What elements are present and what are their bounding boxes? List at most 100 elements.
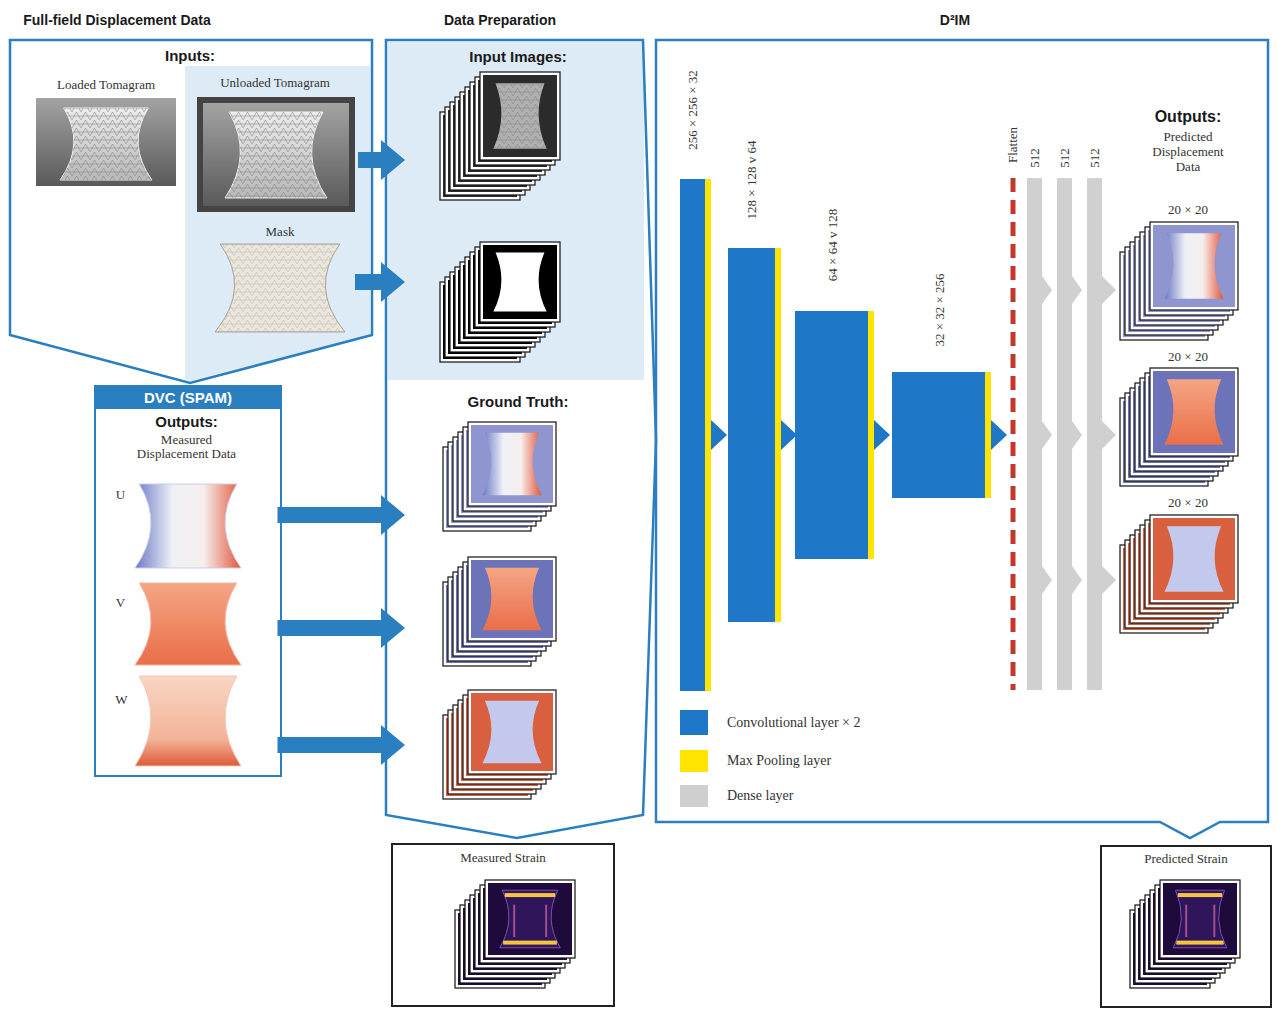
layer-dimension: 32 × 32 × 256 <box>933 273 947 346</box>
flatten-line <box>1011 178 1016 690</box>
dense-layer-bar <box>1027 178 1042 690</box>
stack-frame <box>480 72 560 160</box>
panel: Data PreparationInput Images: Ground Trut… <box>383 8 663 843</box>
flow-chevron <box>1042 421 1052 449</box>
tomogram-specimen <box>225 112 327 198</box>
pooling-layer-bar <box>775 248 781 622</box>
panel-outline-path <box>656 40 1268 838</box>
stack-frame <box>485 880 575 958</box>
displacement-maps <box>135 484 241 766</box>
layer-dimension: 512 <box>1058 148 1072 168</box>
layer-dimension: 128 × 128 v 64 <box>745 141 759 220</box>
flow-chevron <box>1042 276 1052 304</box>
flow-chevron <box>874 420 890 450</box>
strain-band <box>545 905 547 937</box>
stack-frame <box>468 422 556 506</box>
stack-image <box>1163 883 1237 955</box>
mask-image-stack <box>440 242 560 362</box>
legend-swatch <box>680 710 708 735</box>
panel-title: D²IM <box>905 12 1005 28</box>
prediction-stack <box>1120 222 1238 340</box>
output-size: 20 × 20 <box>1168 203 1208 217</box>
displacement-component: U <box>112 478 278 574</box>
flow-chevron <box>1072 276 1082 304</box>
pooling-layer-bar <box>985 372 991 498</box>
mask-texture <box>215 244 345 332</box>
panel-outline-path <box>386 40 656 838</box>
image-group: Input Images: <box>405 45 643 375</box>
slice-specimen <box>493 83 546 149</box>
strain-band <box>505 893 555 897</box>
flow-chevron <box>1102 421 1116 449</box>
box-header: DVC (SPAM) <box>96 387 280 409</box>
result-box: Predicted Strain <box>1100 845 1272 1008</box>
group-heading: Outputs: <box>1128 108 1248 126</box>
ground-truth-stack <box>443 422 556 531</box>
panel-title: Full-field Displacement Data <box>2 12 232 28</box>
legend-swatch <box>680 750 708 772</box>
panel-title: Data Preparation <box>400 12 600 28</box>
group-heading: Input Images: <box>438 48 598 65</box>
strain-band <box>1176 941 1223 945</box>
node-label: Predicted Displacement Data <box>1141 130 1236 175</box>
tomogram-image <box>36 98 176 186</box>
group-heading: Outputs: <box>127 413 247 430</box>
stack-image <box>483 245 557 319</box>
slice-specimen <box>1164 379 1223 445</box>
slice-specimen <box>1164 526 1223 592</box>
panel-outline <box>6 8 378 388</box>
stack-frame <box>1160 880 1240 958</box>
strain-band <box>1185 905 1187 937</box>
legend-text: Dense layer <box>727 787 793 805</box>
stack-frame <box>1150 515 1238 603</box>
panel-shading <box>185 66 370 381</box>
stack-frame <box>1150 222 1238 310</box>
image-group: Ground Truth: <box>405 390 643 805</box>
stack-image <box>471 693 553 771</box>
layer-dimension: Flatten <box>1006 127 1020 163</box>
dense-layer-bar <box>1057 178 1072 690</box>
stack-image <box>483 75 557 157</box>
conv-layer-bar <box>728 248 775 622</box>
tomogram-texture <box>225 112 327 198</box>
node-label: W <box>112 693 132 708</box>
flow-chevron <box>1102 566 1116 594</box>
stack-frame <box>468 557 556 641</box>
legend-text: Convolutional layer × 2 <box>727 714 861 732</box>
flow-chevron <box>1042 566 1052 594</box>
block-arrow <box>278 737 384 753</box>
tomogram-image <box>203 103 349 206</box>
slice-specimen <box>482 568 541 630</box>
strain-band <box>1178 893 1222 897</box>
node-label: Mask <box>240 225 320 240</box>
image-block: Unloaded Tomagram <box>192 72 358 214</box>
tomogram-specimen <box>60 108 152 180</box>
group-heading: Ground Truth: <box>438 393 598 410</box>
image-block: Loaded Tomagram <box>32 74 182 189</box>
pooling-layer-bar <box>705 179 711 691</box>
stack-frame <box>468 690 556 774</box>
flow-chevron <box>711 420 727 450</box>
group-heading: Inputs: <box>150 47 230 64</box>
conv-layer-bar <box>892 372 985 498</box>
block-arrow <box>355 274 383 290</box>
node-label: U <box>112 488 130 503</box>
strain-stack <box>1130 880 1240 988</box>
stack-image <box>1153 371 1235 453</box>
network-illustration <box>680 178 1116 691</box>
slice-specimen <box>1173 890 1226 948</box>
conv-layer-bar <box>795 311 868 559</box>
output-size: 20 × 20 <box>1168 350 1208 364</box>
result-box: Measured Strain <box>391 843 615 1007</box>
image-block: Mask <box>205 222 355 336</box>
displacement-map <box>135 583 241 665</box>
displacement-component: W <box>112 672 278 772</box>
stack-image <box>1153 518 1235 600</box>
stack-image <box>471 425 553 503</box>
output-size: 20 × 20 <box>1168 496 1208 510</box>
block-arrow <box>278 620 384 636</box>
ground-truth-stack <box>443 557 556 666</box>
block-arrow <box>358 152 383 168</box>
panel-outline-path <box>10 40 372 383</box>
panel-outline <box>383 8 663 843</box>
